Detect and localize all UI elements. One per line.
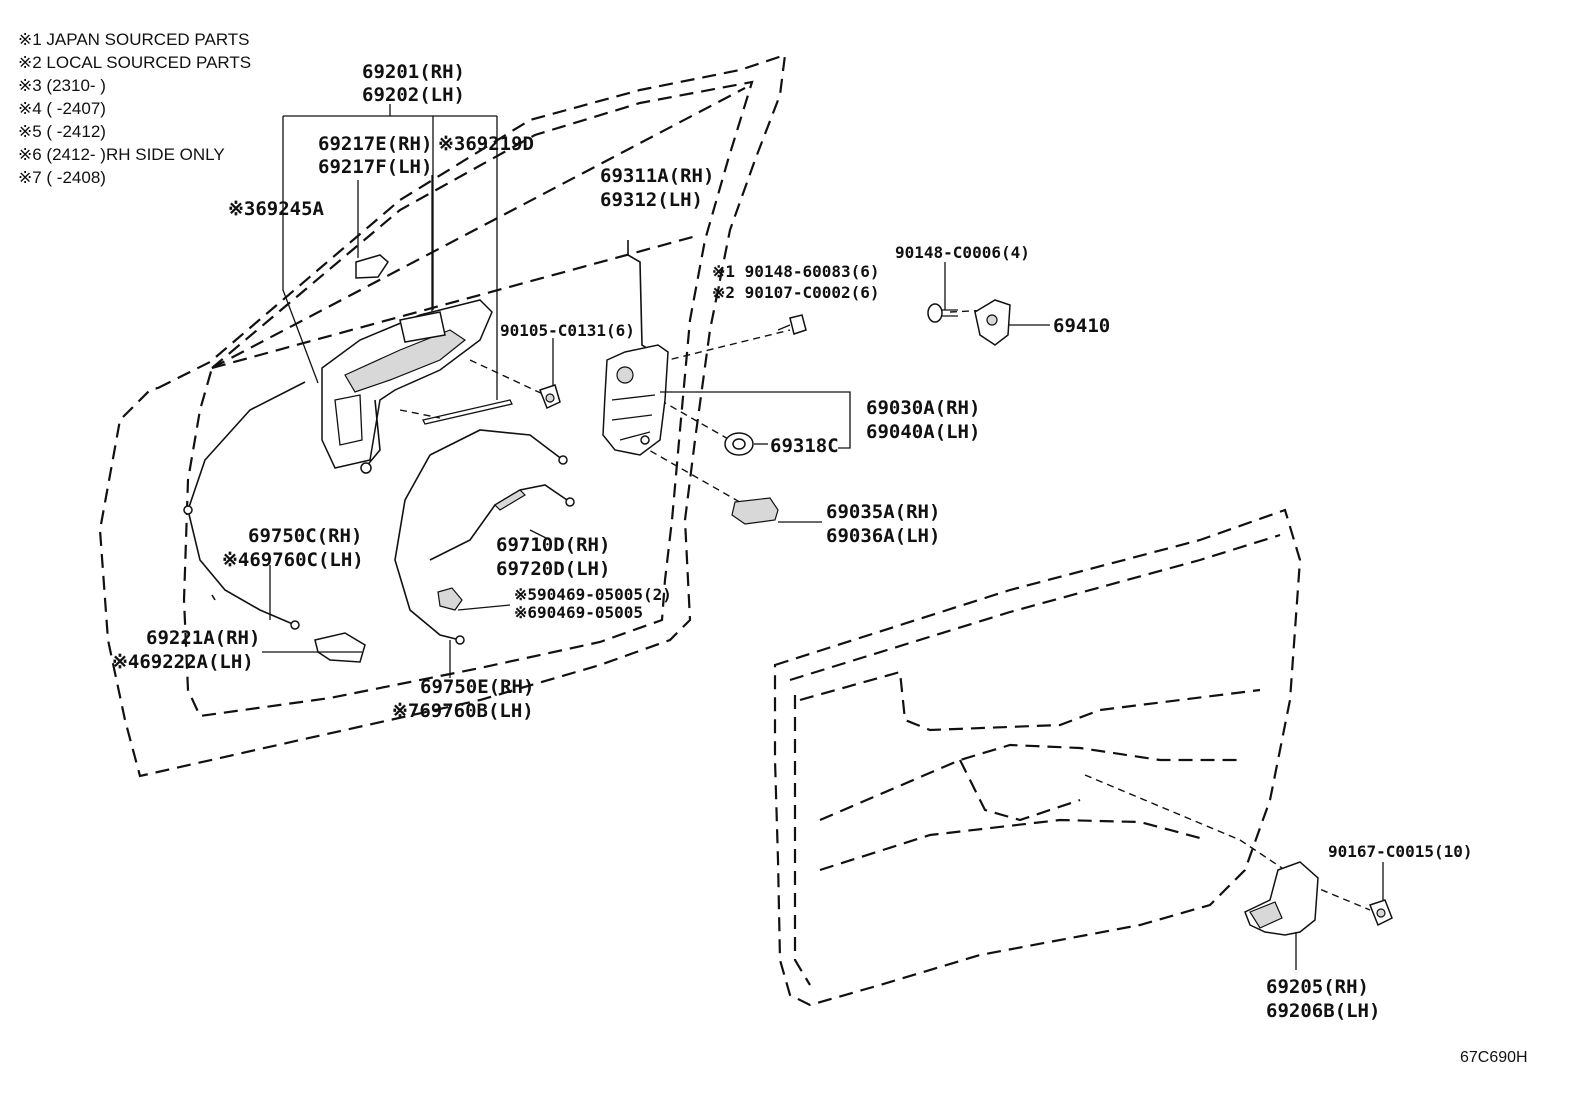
callout-90469-05005: ※690469-05005 xyxy=(514,603,643,622)
callout-69206b: 69206B(LH) xyxy=(1266,1000,1380,1022)
door-striker xyxy=(974,299,1011,346)
door-trim-outline xyxy=(773,508,1302,1007)
callout-69201: 69201(RH) xyxy=(362,61,465,83)
striker-screw xyxy=(927,303,958,323)
note-3: ※3 (2310- ) xyxy=(18,76,106,95)
note-6: ※6 (2412- )RH SIDE ONLY xyxy=(18,145,225,164)
callout-69760c: ※469760C(LH) xyxy=(222,549,364,571)
note-5: ※5 ( -2412) xyxy=(18,122,106,141)
outside-handle-frame xyxy=(321,299,493,474)
lock-rod xyxy=(627,240,651,351)
callout-69040a: 69040A(LH) xyxy=(866,421,980,443)
note-1: ※1 JAPAN SOURCED PARTS xyxy=(18,30,250,49)
inside-handle xyxy=(1244,861,1319,936)
lock-screw xyxy=(777,314,807,335)
washer xyxy=(724,432,754,456)
callout-69222a: ※469222A(LH) xyxy=(112,651,254,673)
cables xyxy=(183,381,575,645)
callout-90107-c0002: ※2 90107-C0002(6) xyxy=(712,283,880,302)
callout-69311a: 69311A(RH) xyxy=(600,165,714,187)
callout-69710d: 69710D(RH) xyxy=(496,534,610,556)
handle-cap xyxy=(355,254,389,279)
callout-90148-60083: ※1 90148-60083(6) xyxy=(712,262,880,281)
handle-bolt xyxy=(539,384,561,410)
door-lock-assembly xyxy=(602,344,669,456)
cable-bracket xyxy=(314,632,366,663)
callout-69202: 69202(LH) xyxy=(362,84,465,106)
callout-90167-c0015: 90167-C0015(10) xyxy=(1328,842,1473,861)
figure-code: 67C690H xyxy=(1460,1049,1528,1066)
front-door-outline xyxy=(98,53,787,778)
callout-90469-05005-2: ※590469-05005(2) xyxy=(514,585,672,604)
callout-69217f: 69217F(LH) xyxy=(318,156,432,178)
connection-lines xyxy=(399,309,1371,911)
callout-69035a: 69035A(RH) xyxy=(826,501,940,523)
callout-69750c: 69750C(RH) xyxy=(248,525,362,547)
callout-69410: 69410 xyxy=(1053,315,1110,337)
callout-69205: 69205(RH) xyxy=(1266,976,1369,998)
lock-cover xyxy=(731,497,779,525)
callout-69318c: 69318C xyxy=(770,435,839,457)
cable-clip xyxy=(437,587,463,611)
weatherstrip xyxy=(422,399,513,425)
note-2: ※2 LOCAL SOURCED PARTS xyxy=(18,53,251,72)
notes-legend: ※1 JAPAN SOURCED PARTS ※2 LOCAL SOURCED … xyxy=(18,30,251,187)
note-4: ※4 ( -2407) xyxy=(18,99,106,118)
callout-90105-c0131: 90105-C0131(6) xyxy=(500,321,635,340)
callout-69312: 69312(LH) xyxy=(600,189,703,211)
note-7: ※7 ( -2408) xyxy=(18,168,106,187)
callout-69760b: ※769760B(LH) xyxy=(392,700,534,722)
callout-69036a: 69036A(LH) xyxy=(826,525,940,547)
callout-69219d: ※369219D xyxy=(438,133,534,155)
callout-69720d: 69720D(LH) xyxy=(496,558,610,580)
callout-labels: 69201(RH) 69202(LH) 69217E(RH) 69217F(LH… xyxy=(112,61,1473,1022)
leader-lines xyxy=(262,262,1384,970)
bracket-69201 xyxy=(282,104,498,400)
callout-90148-c0006: 90148-C0006(4) xyxy=(895,243,1030,262)
callout-69217e: 69217E(RH) xyxy=(318,133,432,155)
callout-69750e: 69750E(RH) xyxy=(420,676,534,698)
callout-69221a: 69221A(RH) xyxy=(146,627,260,649)
callout-69030a: 69030A(RH) xyxy=(866,397,980,419)
inside-handle-bolt xyxy=(1369,899,1393,927)
callout-69245a: ※369245A xyxy=(228,198,325,220)
